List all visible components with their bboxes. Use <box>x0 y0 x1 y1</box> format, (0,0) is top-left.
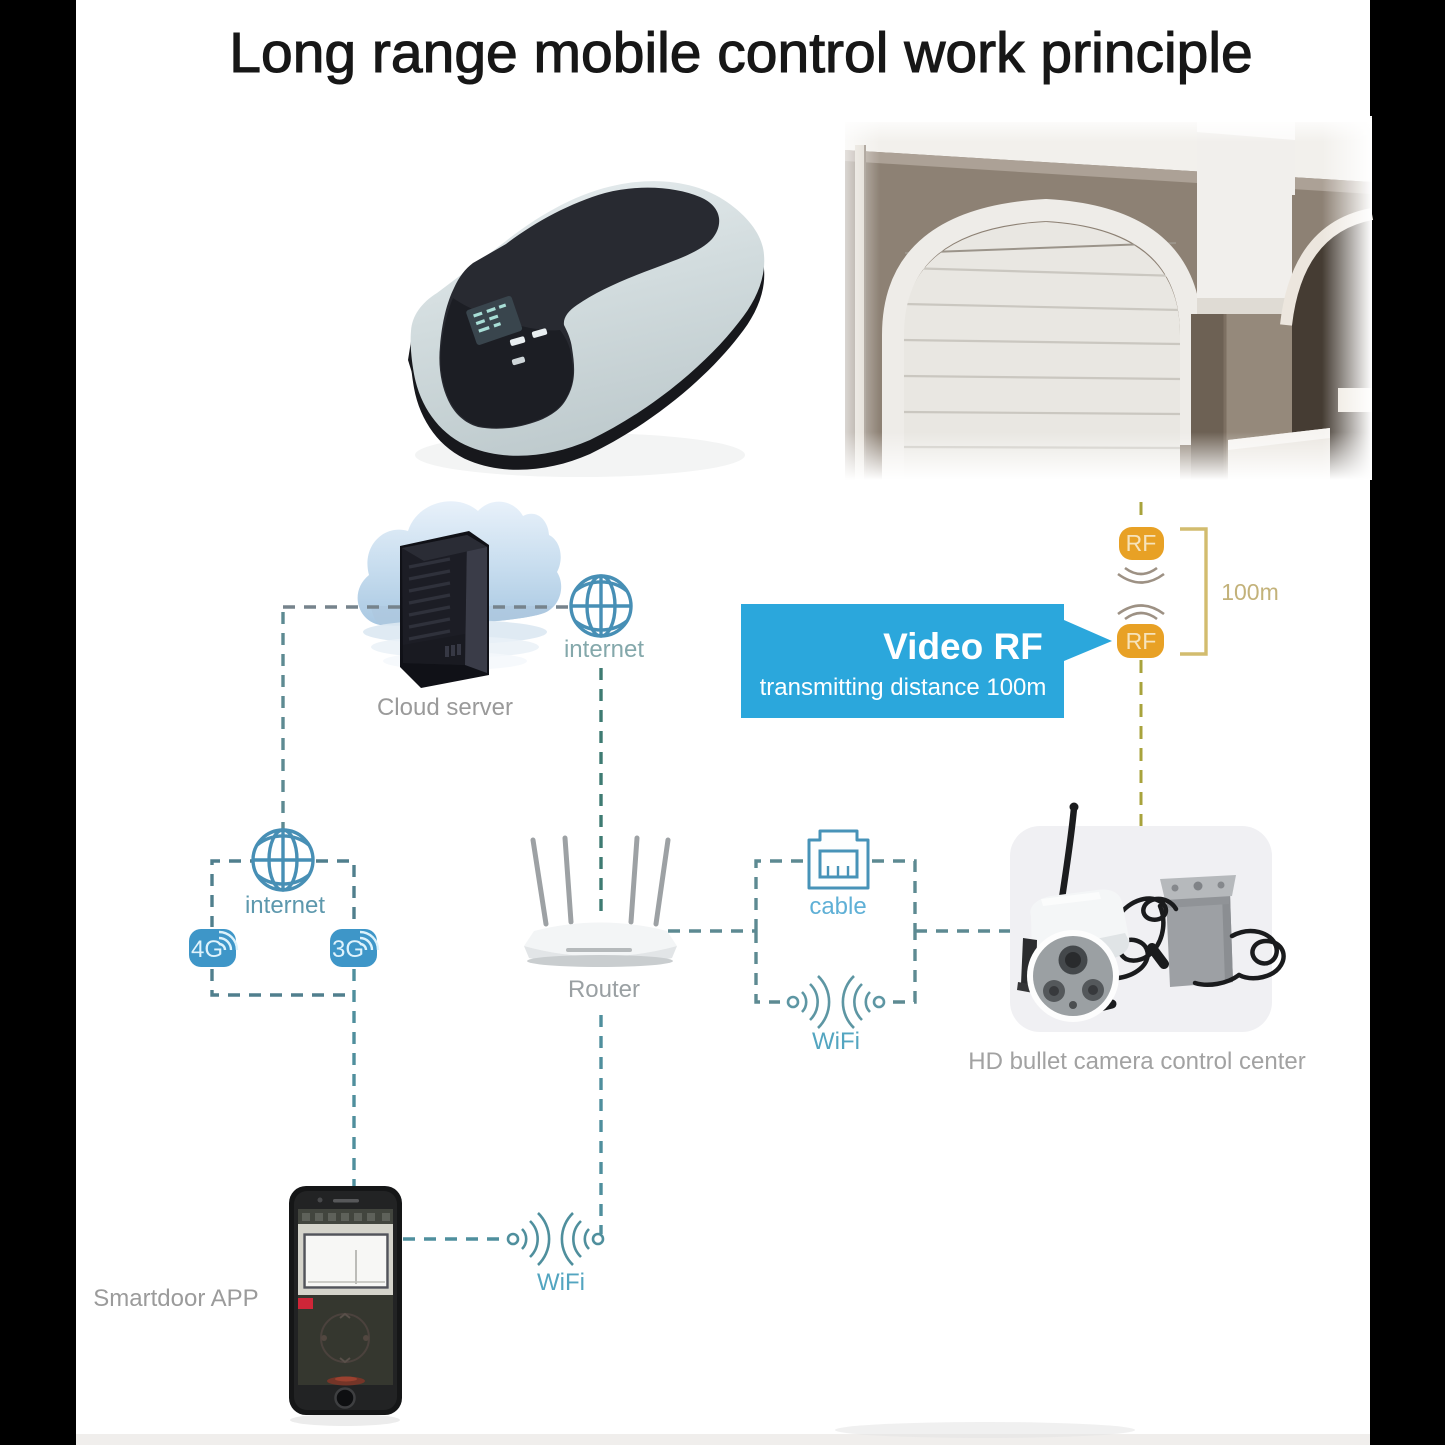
svg-text:internet: internet <box>245 892 325 919</box>
svg-text:Router: Router <box>568 976 640 1003</box>
svg-text:RF: RF <box>1126 530 1157 556</box>
svg-text:WiFi: WiFi <box>812 1028 860 1055</box>
svg-text:Cloud server: Cloud server <box>377 694 513 721</box>
svg-text:100m: 100m <box>1221 579 1279 605</box>
svg-text:WiFi: WiFi <box>537 1269 585 1296</box>
svg-text:cable: cable <box>809 893 866 920</box>
svg-text:RF: RF <box>1126 628 1157 654</box>
svg-text:Smartdoor APP: Smartdoor APP <box>93 1285 258 1312</box>
svg-text:Long range mobile control work: Long range mobile control work principle <box>229 21 1252 85</box>
svg-text:internet: internet <box>564 636 644 663</box>
svg-text:HD bullet camera control cente: HD bullet camera control center <box>968 1048 1305 1075</box>
svg-text:Video RF: Video RF <box>883 626 1043 667</box>
svg-text:4G: 4G <box>191 936 223 963</box>
svg-text:3G: 3G <box>332 936 364 963</box>
svg-text:transmitting distance 100m: transmitting distance 100m <box>760 674 1047 701</box>
